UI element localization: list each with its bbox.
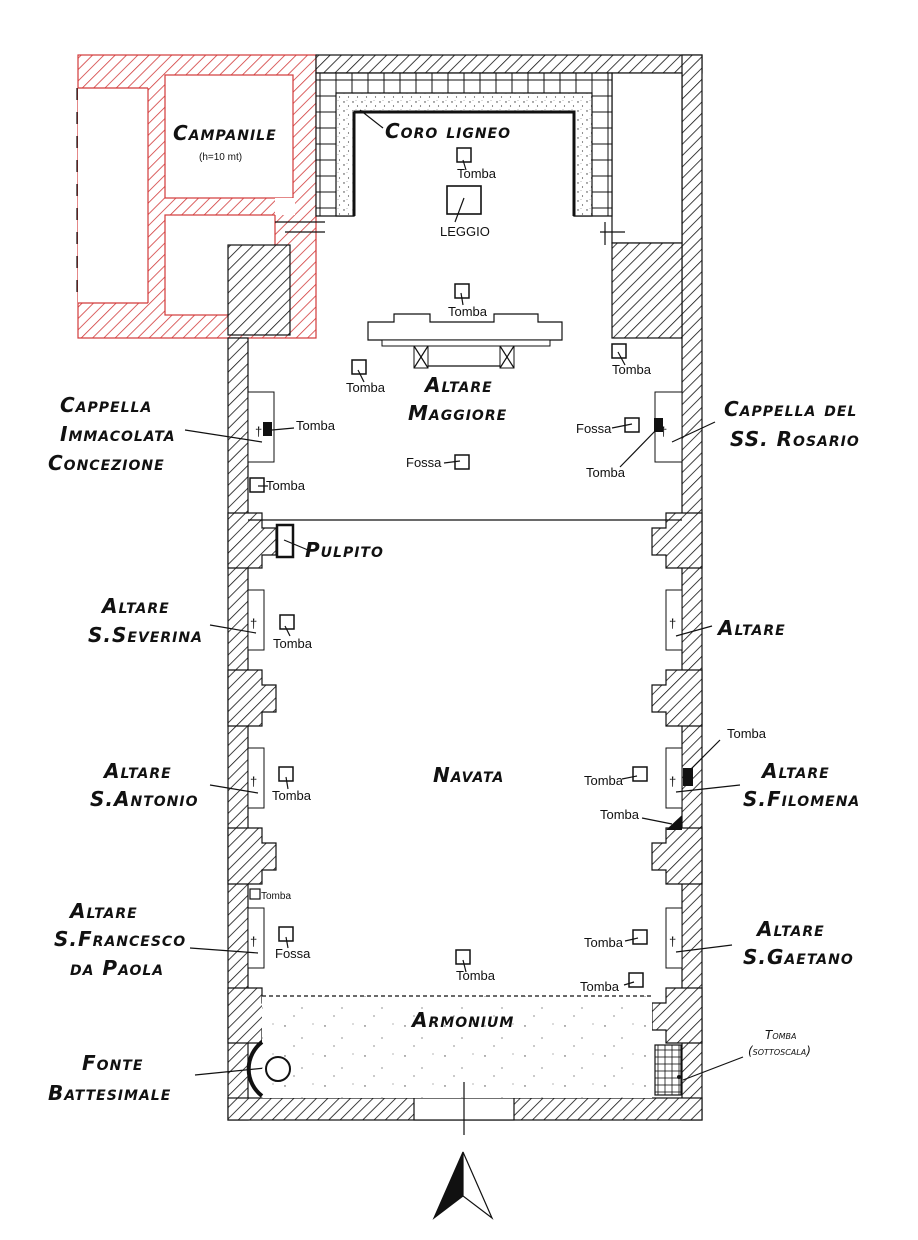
label-cappella-imm-3: Concezione [48,451,165,475]
marker-captions: Tomba Tomba Tomba Tomba Tomba Fossa Tomb… [261,166,767,994]
label-armonium: Armonium [410,1008,514,1032]
caption-fossa: Fossa [275,946,311,961]
tomb-markers [249,147,693,988]
label-altare-fra-1: Altare [68,899,138,923]
svg-text:†: † [255,424,262,439]
caption-tomba: Tomba [580,979,620,994]
caption-tomba: Tomba [727,726,767,741]
svg-text:†: † [669,616,676,631]
fonte-battesimale-icon [246,1040,291,1098]
label-altare-fra-2: S.Francesco [54,927,186,951]
label-altare-maggiore-1: Altare [423,373,493,397]
label-tomba-sottoscala-2: (sottoscala) [748,1044,811,1058]
caption-tomba: Tomba [346,380,386,395]
label-fonte-1: Fonte [82,1051,143,1075]
stair-tomb-icon [654,1044,682,1096]
label-campanile: Campanile [173,121,277,145]
label-altare-ant-1: Altare [102,759,172,783]
caption-tomba: Tomba [456,968,496,983]
leggio-icon [446,185,482,215]
label-altare-ant-2: S.Antonio [90,787,198,811]
caption-fossa: Fossa [406,455,442,470]
coro-ligneo [315,72,613,217]
north-arrow-icon [432,1151,494,1220]
label-altare-right: Altare [716,616,786,640]
leader-lines [184,109,744,1081]
caption-tomba: Tomba [266,478,306,493]
svg-text:†: † [669,934,676,949]
caption-tomba: Tomba [600,807,640,822]
label-altare-gae-1: Altare [755,917,825,941]
label-fonte-2: Battesimale [48,1081,171,1105]
caption-tomba: Tomba [584,773,624,788]
caption-tomba: Tomba [457,166,497,181]
label-pulpito: Pulpito [305,538,384,562]
nave-piers [227,512,703,1044]
svg-text:†: † [250,934,257,949]
svg-text:†: † [660,424,667,439]
caption-tomba: Tomba [272,788,312,803]
caption-tomba: Tomba [612,362,652,377]
label-altare-sev-2: S.Severina [88,623,203,647]
label-navata: Navata [433,763,504,787]
caption-tomba: Tomba [273,636,313,651]
caption-fossa: Fossa [576,421,612,436]
label-cappella-imm-2: Immacolata [60,422,176,446]
caption-tomba: Tomba [296,418,336,433]
label-campanile-height: (h=10 mt) [199,152,242,163]
caption-tomba: Tomba [586,465,626,480]
label-cappella-imm-1: Cappella [60,393,152,417]
altare-maggiore [367,313,563,369]
caption-tomba: Tomba [261,891,291,902]
campanile-walls [76,54,325,339]
label-tomba-sottoscala-1: Tomba [765,1028,797,1042]
armonium-area [262,996,652,1098]
label-altare-fra-3: da Paola [70,956,164,980]
caption-tomba: Tomba [584,935,624,950]
caption-tomba: Tomba [448,304,488,319]
label-leggio: LEGGIO [440,224,490,239]
label-altare-gae-2: S.Gaetano [743,945,854,969]
label-coro-ligneo: Coro ligneo [385,119,511,143]
svg-text:†: † [250,774,257,789]
label-altare-maggiore-2: Maggiore [408,401,507,425]
svg-text:†: † [250,616,257,631]
svg-text:†: † [669,774,676,789]
label-altare-fil-2: S.Filomena [743,787,860,811]
label-altare-sev-1: Altare [100,594,170,618]
label-cappella-ros-1: Cappella del [724,397,857,421]
label-cappella-ros-2: SS. Rosario [730,427,860,451]
label-altare-fil-1: Altare [760,759,830,783]
